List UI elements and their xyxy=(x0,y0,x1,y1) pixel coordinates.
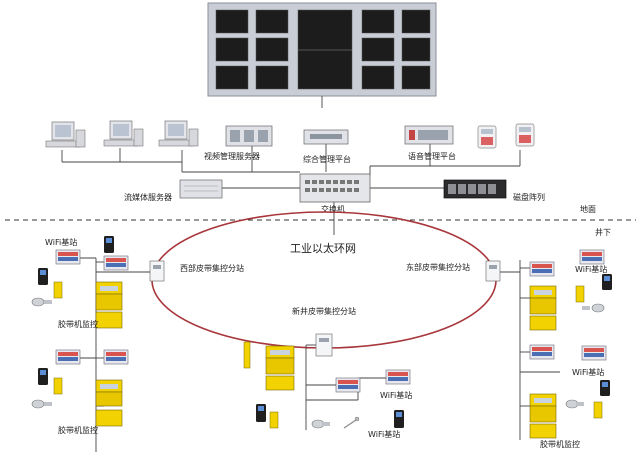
integrated-platform-device xyxy=(303,129,349,145)
belt-monitor-device xyxy=(95,409,123,427)
wifi-left-label: WiFi基站 xyxy=(45,237,77,247)
top-connections xyxy=(61,144,521,235)
workstation-1 xyxy=(45,121,86,148)
antenna-icon xyxy=(343,416,360,429)
wifi-station-device xyxy=(103,255,129,271)
ring-network xyxy=(151,211,497,349)
video-wall xyxy=(207,2,437,108)
west-station-label: 西部皮带集控分站 xyxy=(180,263,244,273)
wifi-center-a-label: WiFi基站 xyxy=(380,390,412,400)
wifi-station-device xyxy=(581,345,607,361)
sensor-icon xyxy=(53,281,63,299)
switch-label: 交换机 xyxy=(321,204,345,214)
wifi-station-device xyxy=(385,369,411,385)
camera-icon xyxy=(31,399,52,409)
voice-platform-device xyxy=(404,125,454,145)
camera-icon xyxy=(565,399,584,409)
camera-icon xyxy=(311,419,330,429)
handset-icon xyxy=(602,274,612,290)
underground-label: 井下 xyxy=(595,227,611,237)
new-shaft-station-box xyxy=(315,333,333,357)
west-station-box xyxy=(149,260,165,282)
wifi-station-device xyxy=(529,261,555,277)
wifi-right-top-label: WiFi基站 xyxy=(575,264,607,274)
phone-icon xyxy=(477,125,497,149)
disk-array-device xyxy=(443,179,507,199)
east-station-label: 东部皮带集控分站 xyxy=(406,262,470,272)
handset-icon xyxy=(38,268,48,285)
wifi-center-b-label: WiFi基站 xyxy=(368,429,400,439)
streaming-server-label: 流媒体服务器 xyxy=(124,192,172,202)
wifi-station-device xyxy=(55,349,81,365)
sensor-icon xyxy=(575,285,585,303)
new-shaft-station-label: 新井皮带集控分站 xyxy=(292,306,356,316)
camera-icon xyxy=(582,303,605,313)
sensor-icon xyxy=(593,401,603,419)
camera-icon xyxy=(31,297,52,307)
belt-left-top-label: 胶带机监控 xyxy=(58,319,98,329)
video-management-server xyxy=(225,125,273,147)
streaming-server xyxy=(179,179,223,199)
belt-monitor-device xyxy=(95,311,123,329)
wifi-station-device xyxy=(335,377,361,393)
belt-left-bottom-label: 胶带机监控 xyxy=(58,425,98,435)
handset-icon xyxy=(256,404,266,422)
sensor-icon xyxy=(243,341,251,369)
wifi-station-device xyxy=(529,344,555,360)
belt-monitor-device xyxy=(529,315,557,331)
belt-monitor-device xyxy=(95,281,123,311)
surface-label: 地面 xyxy=(580,204,596,214)
video-server-label: 视频管理服务器 xyxy=(204,151,260,161)
voice-platform-label: 语音管理平台 xyxy=(408,151,456,161)
wifi-right-bottom-label: WiFi基站 xyxy=(572,367,604,377)
belt-monitor-device xyxy=(95,379,123,407)
handset-icon xyxy=(600,380,610,396)
sensor-icon xyxy=(53,377,63,395)
right-cluster-lines xyxy=(500,260,560,440)
east-station-box xyxy=(485,260,501,282)
handset-icon xyxy=(38,368,48,385)
wifi-station-device xyxy=(579,249,605,265)
disk-array-label: 磁盘阵列 xyxy=(513,192,545,202)
workstation-3 xyxy=(158,120,199,147)
belt-monitor-device xyxy=(529,285,557,315)
wifi-station-device xyxy=(55,249,81,265)
ring-network-label: 工业以太环网 xyxy=(290,242,356,255)
belt-monitor-device xyxy=(265,345,295,375)
belt-monitor-device xyxy=(529,423,557,439)
wifi-station-device xyxy=(103,349,129,365)
belt-right-bottom-label: 胶带机监控 xyxy=(540,439,580,449)
phone-icon xyxy=(515,123,535,147)
sensor-icon xyxy=(269,411,279,429)
integrated-platform-label: 综合管理平台 xyxy=(303,154,351,164)
belt-monitor-device xyxy=(529,393,557,423)
workstation-2 xyxy=(103,120,144,147)
handset-icon xyxy=(104,236,114,253)
switch-device xyxy=(299,173,371,203)
handset-icon xyxy=(394,410,404,428)
belt-monitor-device xyxy=(265,375,295,391)
